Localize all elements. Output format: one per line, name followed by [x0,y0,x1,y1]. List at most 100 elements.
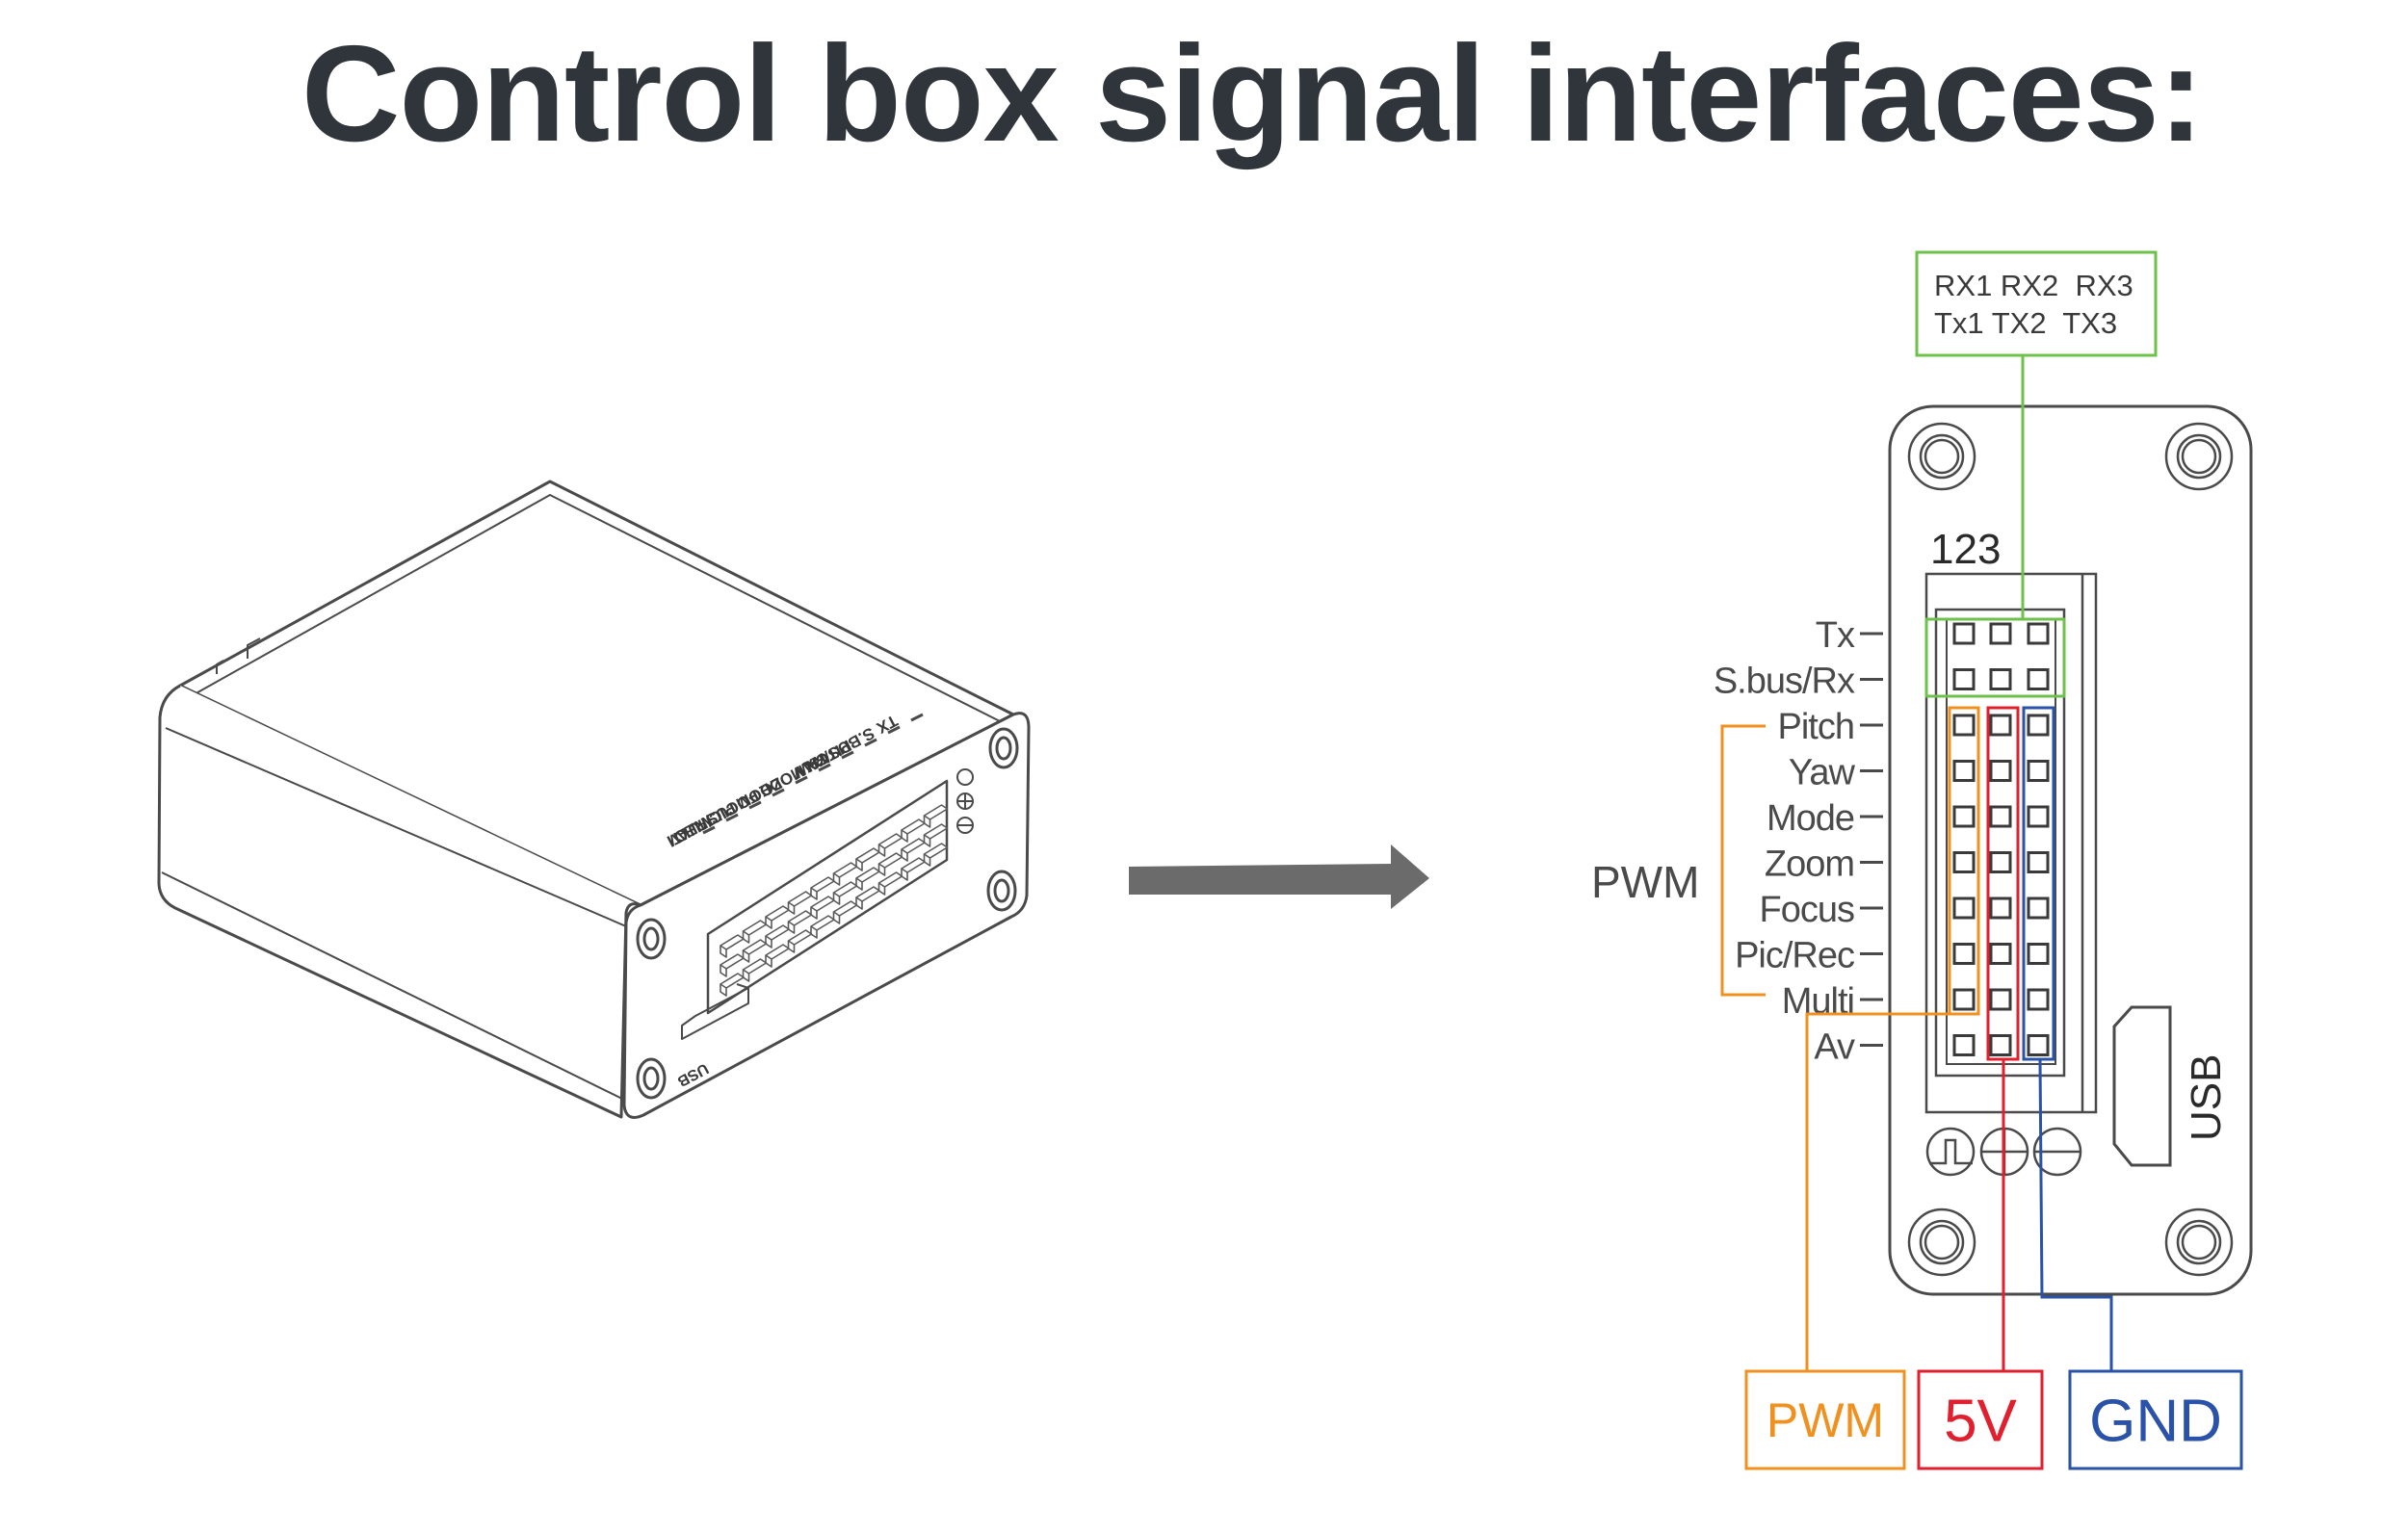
ground-symbol-icon [956,768,974,786]
connector-pin-3d-side [765,936,772,948]
pin [1952,760,1976,782]
pin [1989,943,2012,965]
screw-hole [995,736,1012,761]
connector-pin-3d-side [810,888,818,900]
pin [1952,622,1976,645]
connector-pin-3d-side [832,893,841,905]
pin-grid [1952,622,2050,1056]
pin [2027,622,2050,645]
output-box-5v [1917,1369,2044,1470]
top-label-dash-3d [702,825,716,835]
pin [1989,805,2012,828]
serial-pins-highlight [1924,617,2066,698]
row-label: Av [1814,1027,1855,1068]
top-label-dash-3d [772,788,785,797]
pin [2027,668,2050,690]
pin [2027,988,2050,1011]
pwm-group-label: PWM [1591,857,1699,907]
pin [1989,760,2012,782]
box-left-face-line [165,727,627,927]
pin [2027,851,2050,873]
pin [1952,1034,1976,1056]
output-box-gnd [2068,1369,2243,1470]
box-top-inner-edge [192,494,1003,723]
box-left-face-line [161,871,625,1101]
connector-pin-3d-side [742,931,750,944]
pin [1952,805,1976,828]
connector-pin-3d-side [855,859,863,871]
pin [1989,668,2012,690]
row-label: Tx [1816,615,1855,656]
row-label: S.bus/Rx [1714,662,1855,702]
connector-pin-3d-side [855,878,863,891]
row-label: Yaw [1789,753,1856,793]
connector-pin-3d-side [832,873,841,886]
pin [2027,896,2050,920]
connector-pin-3d-side [901,849,908,862]
pin [2027,943,2050,965]
usb-label: USB [2183,1054,2230,1141]
connector-pin-3d-side [787,941,796,953]
connector-recess [706,779,949,1015]
box-left-face [157,684,641,1119]
screw-hole [636,1057,667,1100]
pin [1952,896,1976,920]
control-box-3d-drawing [157,480,1031,1119]
connector-pin-3d-side [810,926,818,939]
screw-hole [993,878,1010,903]
pwm-bracket [1720,724,1766,997]
connector-pin-3d-side [787,902,796,915]
connector-pin-3d [923,804,949,820]
connector-pin-3d-side [923,835,931,847]
connector-pin-3d-side [742,950,750,963]
connector-frame-innermost [1946,618,2056,1065]
pwm-wire [1805,1012,1950,1371]
pin [1989,714,2012,737]
connector-pin-3d-side [877,844,886,857]
pin [2027,805,2050,828]
usb-port-icon [2112,1005,2172,1167]
ground-column-highlight [2022,706,2055,1061]
pin [1989,851,2012,873]
connector-pin-3d-side [810,907,818,920]
connector-pin-3d-side [765,917,772,929]
row-label: Pitch [1778,707,1854,747]
row-label: Zoom [1765,844,1854,885]
connector-pin-3d-side [855,897,863,910]
board-outline [1888,404,2253,1296]
pin [1989,622,2012,645]
column-numbers: 123 [1930,526,2001,573]
arrow-right-icon [1129,844,1429,909]
pwm-signal-symbol-icon [1925,1127,1976,1177]
row-label: Focus [1760,890,1854,930]
top-label-dash-3d [795,775,808,785]
serial-label-box [1915,250,2158,357]
plus-symbol-icon-stroke [957,793,973,809]
serial-label-line2: Tx1 TX2 TX3 [1934,306,2117,340]
top-label-dash-3d [748,800,762,810]
connector-pin-3d-side [787,922,796,934]
ground-wire [2038,1058,2113,1371]
box-lid-tab [247,637,261,659]
screw-hole [642,1066,660,1091]
top-label-dash-3d [887,725,901,735]
page-title: Control box signal interfaces: [301,17,2204,170]
connector-pin-3d-side [720,984,727,997]
connector-pin-3d-side [877,883,886,896]
connector-pin-3d-side [765,955,772,968]
usb-port-3d [681,983,749,1040]
pwm-column-highlight [1948,706,1980,1016]
top-label-dash-3d [910,713,924,722]
output-label: PWM [1767,1393,1884,1447]
top-label-dash-3d [841,750,854,760]
pin [2027,1034,2050,1056]
connector-pin-3d [923,823,949,840]
box-lid-tab [216,660,224,674]
connector-pin-3d-side [832,912,841,924]
pin [2027,760,2050,782]
connector-pin-3d-side [720,965,727,977]
pin [1952,943,1976,965]
output-label: GND [2089,1388,2222,1454]
